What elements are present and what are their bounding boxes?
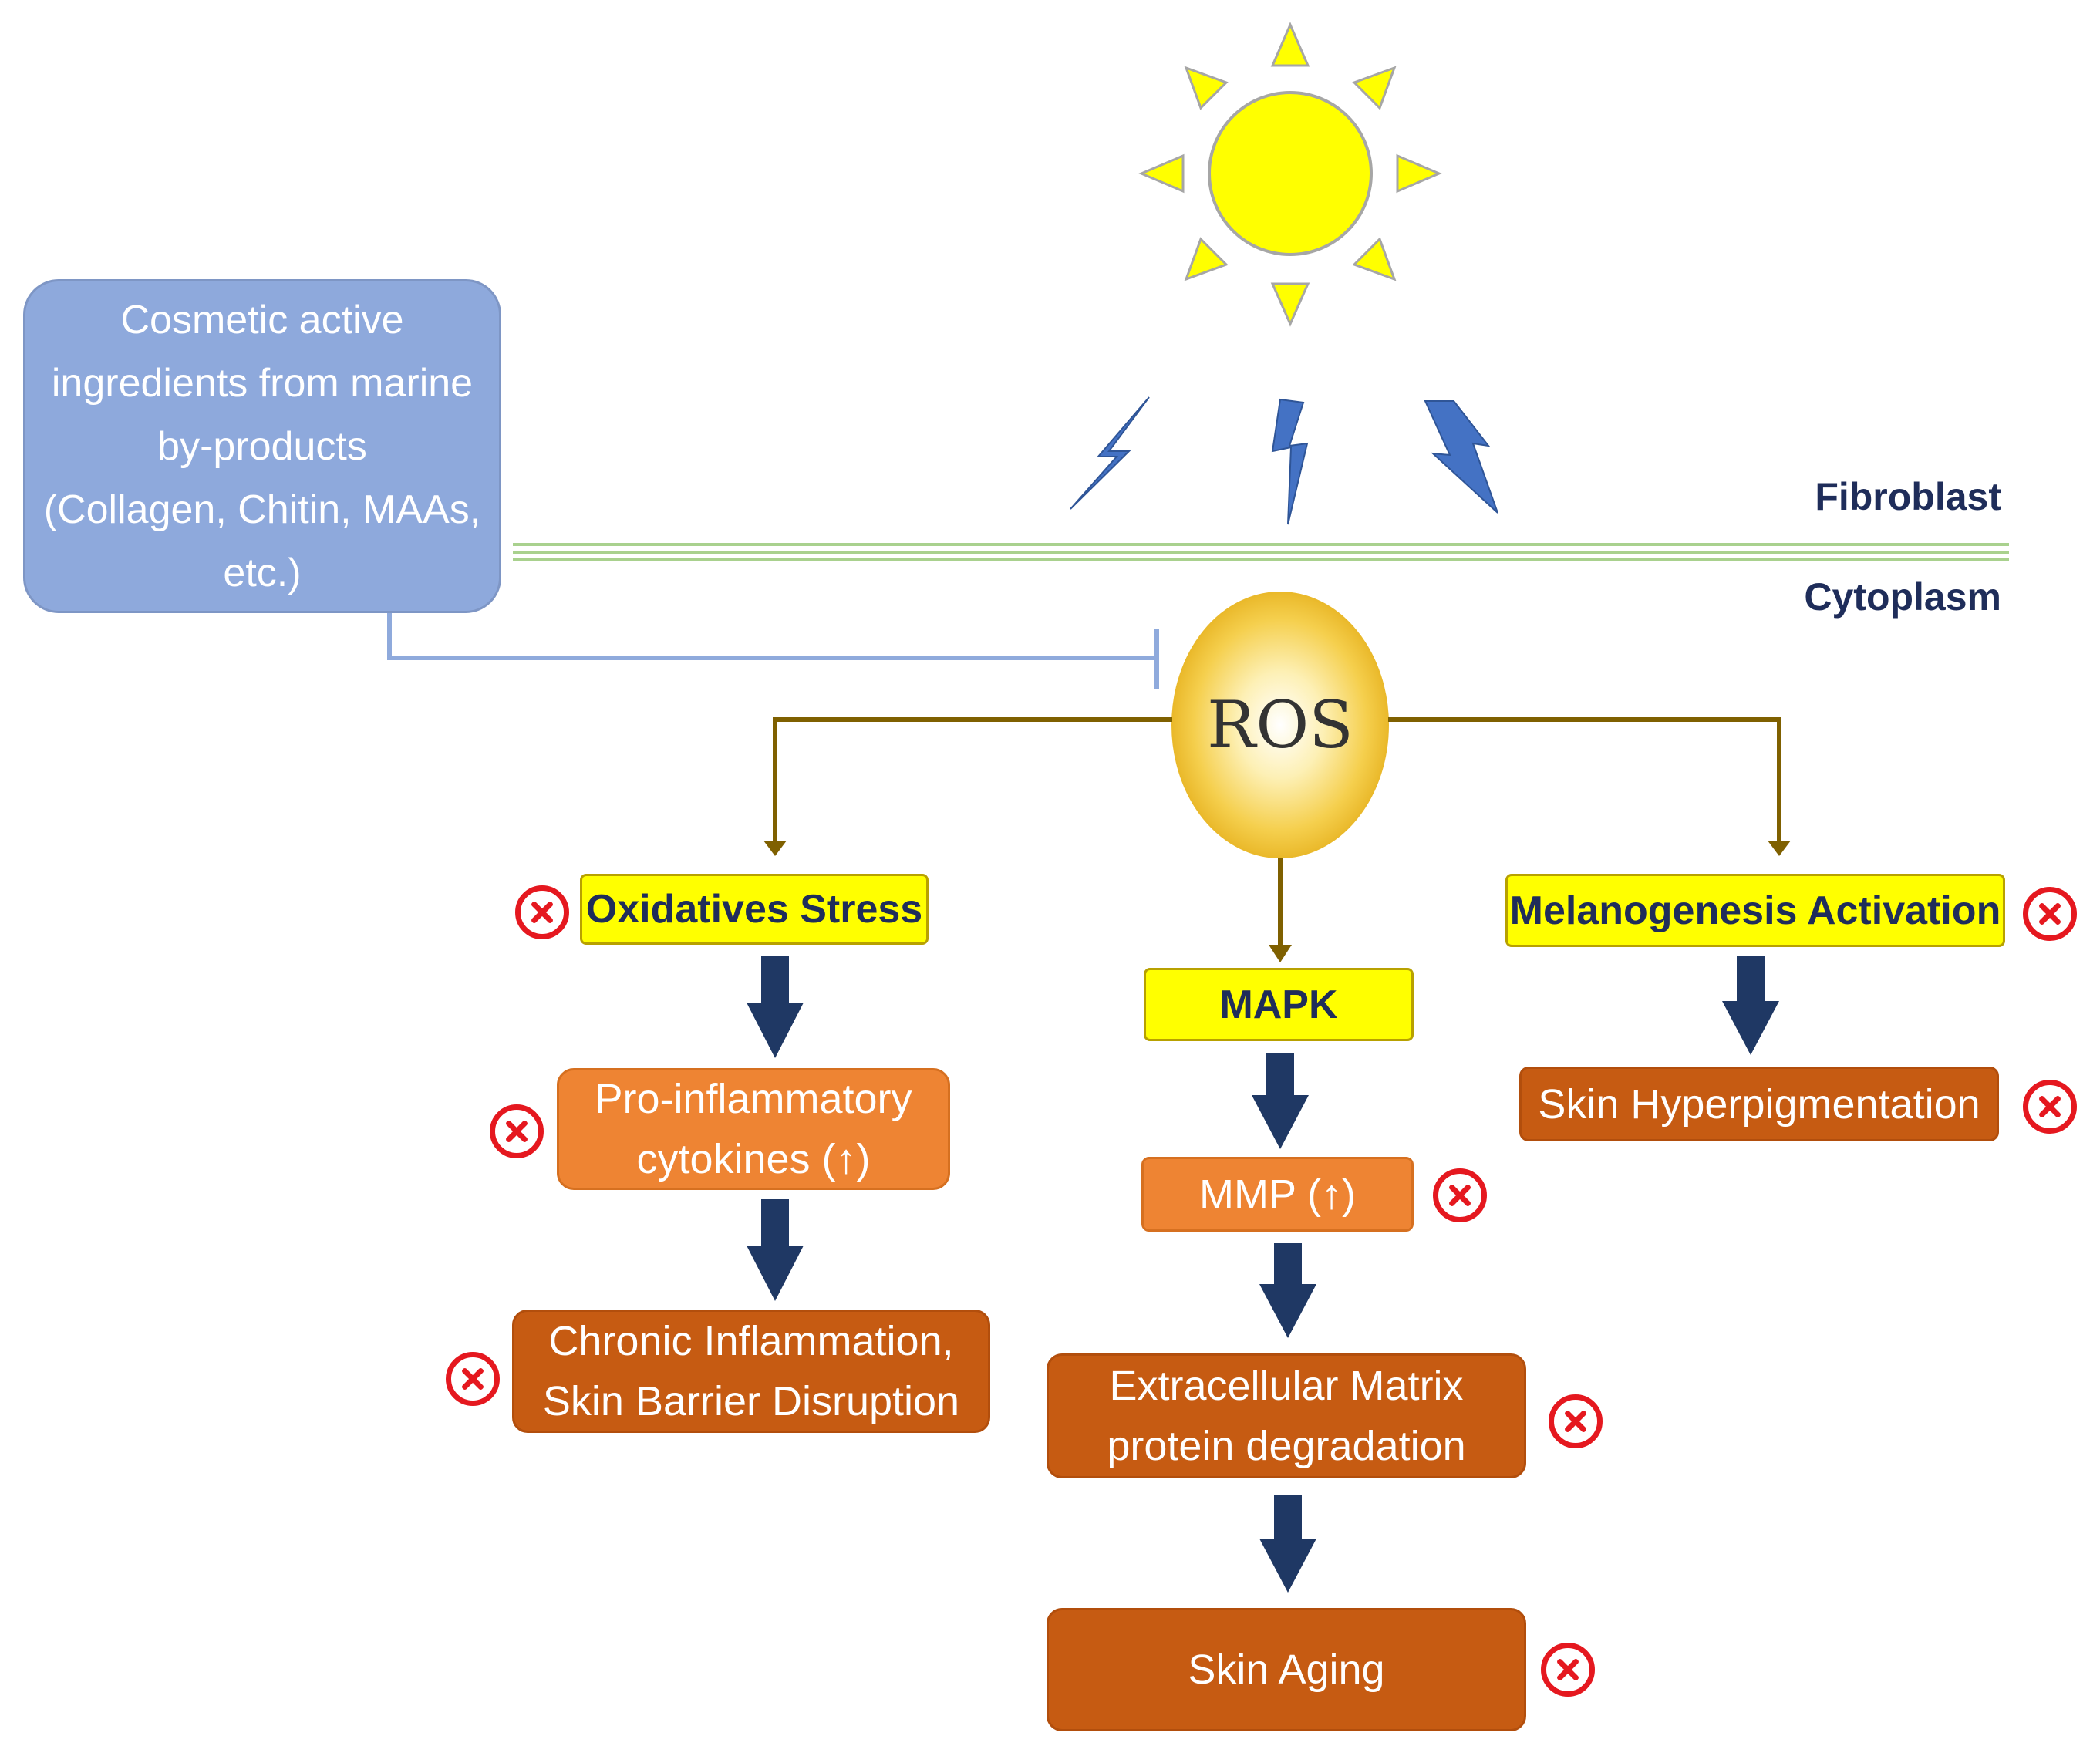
sun-icon [1138,22,1442,327]
ros-label: ROS [1207,687,1353,763]
cell-membrane [513,543,2009,561]
hyperpigmentation-box: Skin Hyperpigmentation [1519,1067,1999,1141]
chronic-inflammation-box: Chronic Inflammation, Skin Barrier Disru… [512,1310,990,1433]
inhibit-x-icon [490,1104,544,1158]
ecm-degradation-line: Extracellular Matrix [1109,1363,1464,1409]
pro-inflammatory-line: cytokines (↑) [636,1136,871,1182]
connector-arrowhead-center [1269,945,1292,962]
cytoplasm-label: Cytoplasm [1804,575,2001,619]
skin-aging-box: Skin Aging [1047,1608,1526,1731]
chronic-inflammation-line: Chronic Inflammation, [548,1318,954,1364]
block-arrow [1722,956,1779,1055]
marine-ingredients-box: Cosmetic active ingredients from marine … [23,279,501,613]
inhibit-x-icon [1549,1394,1603,1448]
lightning-bolt-right-icon [1424,400,1498,514]
lightning-bolt-center-icon [1271,398,1309,525]
inhibit-x-icon [515,885,569,939]
ecm-degradation-line: protein degradation [1107,1423,1466,1469]
block-arrow [747,956,804,1058]
mapk-box: MAPK [1144,968,1414,1041]
pro-inflammatory-box: Pro-inflammatory cytokines (↑) [557,1068,950,1190]
connector-arrowhead-left [763,841,787,856]
lightning-bolt-left-icon [1070,396,1150,510]
inhibit-x-icon [1433,1168,1487,1222]
fibroblast-label: Fibroblast [1815,475,2001,518]
inhibit-x-icon [446,1352,500,1406]
marine-line: Cosmetic active [120,297,404,342]
mmp-box: MMP (↑) [1141,1157,1414,1232]
marine-line: etc.) [223,550,302,595]
ecm-degradation-box: Extracellular Matrix protein degradation [1047,1353,1526,1478]
inhibit-x-icon [2023,887,2077,941]
marine-line: by-products [157,423,367,469]
inhibit-x-icon [1541,1643,1595,1697]
inhibit-x-icon [2023,1080,2077,1134]
connector-arrowhead-right [1768,841,1791,856]
pro-inflammatory-line: Pro-inflammatory [595,1076,912,1122]
marine-line: ingredients from marine [51,360,474,406]
inhibition-connector [387,613,1159,689]
oxidative-stress-box: Oxidatives Stress [580,874,929,945]
block-arrow [1259,1495,1316,1593]
chronic-inflammation-line: Skin Barrier Disruption [542,1378,960,1424]
ros-connectors [773,717,1781,952]
melanogenesis-box: Melanogenesis Activation [1505,874,2005,947]
block-arrow [1259,1243,1316,1338]
marine-line: (Collagen, Chitin, MAAs, [43,487,481,532]
block-arrow [747,1199,804,1301]
block-arrow [1252,1053,1309,1149]
